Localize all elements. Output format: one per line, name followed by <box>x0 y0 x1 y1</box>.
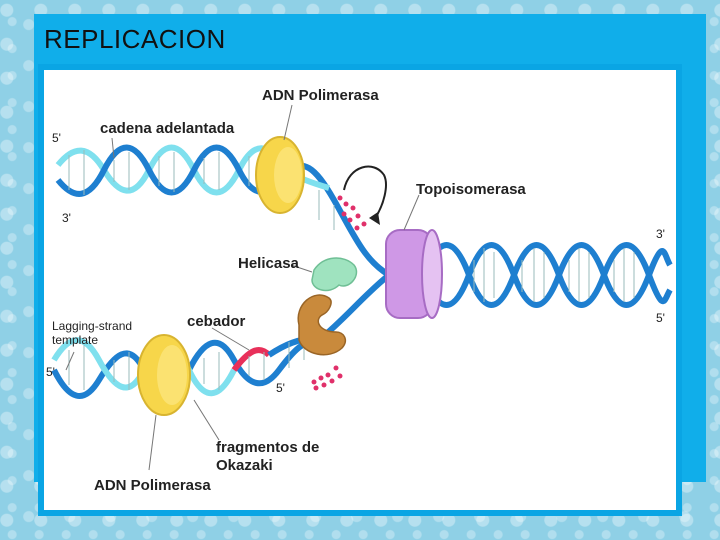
primase <box>297 294 347 356</box>
label-dna-polymerase-top: ADN Polimerasa <box>262 87 379 104</box>
leader-lines <box>65 104 420 471</box>
label-lagging-template-1: Lagging-strand <box>52 319 132 333</box>
label-dna-polymerase-bottom: ADN Polimerasa <box>94 477 211 494</box>
leading-strand-helix <box>55 144 391 278</box>
label-primer: cebador <box>187 313 246 330</box>
diagram-svg: ADN Polimerasa cadena adelantada Topoiso… <box>46 87 673 494</box>
parental-helix <box>421 242 673 308</box>
dna-polymerase-bottom <box>137 334 191 416</box>
dna-polymerase-top <box>255 136 305 214</box>
end-top-left-5: 5' <box>52 131 61 145</box>
end-lower-mid-5: 5' <box>276 381 285 395</box>
end-top-left-3: 3' <box>62 211 71 225</box>
end-right-3: 3' <box>656 227 665 241</box>
label-topoisomerase: Topoisomerasa <box>416 181 526 198</box>
end-right-5: 5' <box>656 311 665 325</box>
rotation-arrow <box>343 165 387 225</box>
figure-frame: ADN Polimerasa cadena adelantada Topoiso… <box>38 64 682 516</box>
end-lower-left-5: 5' <box>46 365 55 379</box>
slide-title: REPLICACION <box>44 24 226 54</box>
nucleotides <box>311 195 367 391</box>
label-helicase: Helicasa <box>238 255 300 272</box>
label-lagging-template-2: template <box>52 333 98 347</box>
label-okazaki-1: fragmentos de <box>216 439 319 456</box>
replication-diagram: ADN Polimerasa cadena adelantada Topoiso… <box>44 70 676 510</box>
helicase <box>311 257 358 292</box>
label-okazaki-2: Okazaki <box>216 457 273 474</box>
topoisomerase <box>385 229 443 319</box>
label-leading-strand: cadena adelantada <box>100 120 235 137</box>
